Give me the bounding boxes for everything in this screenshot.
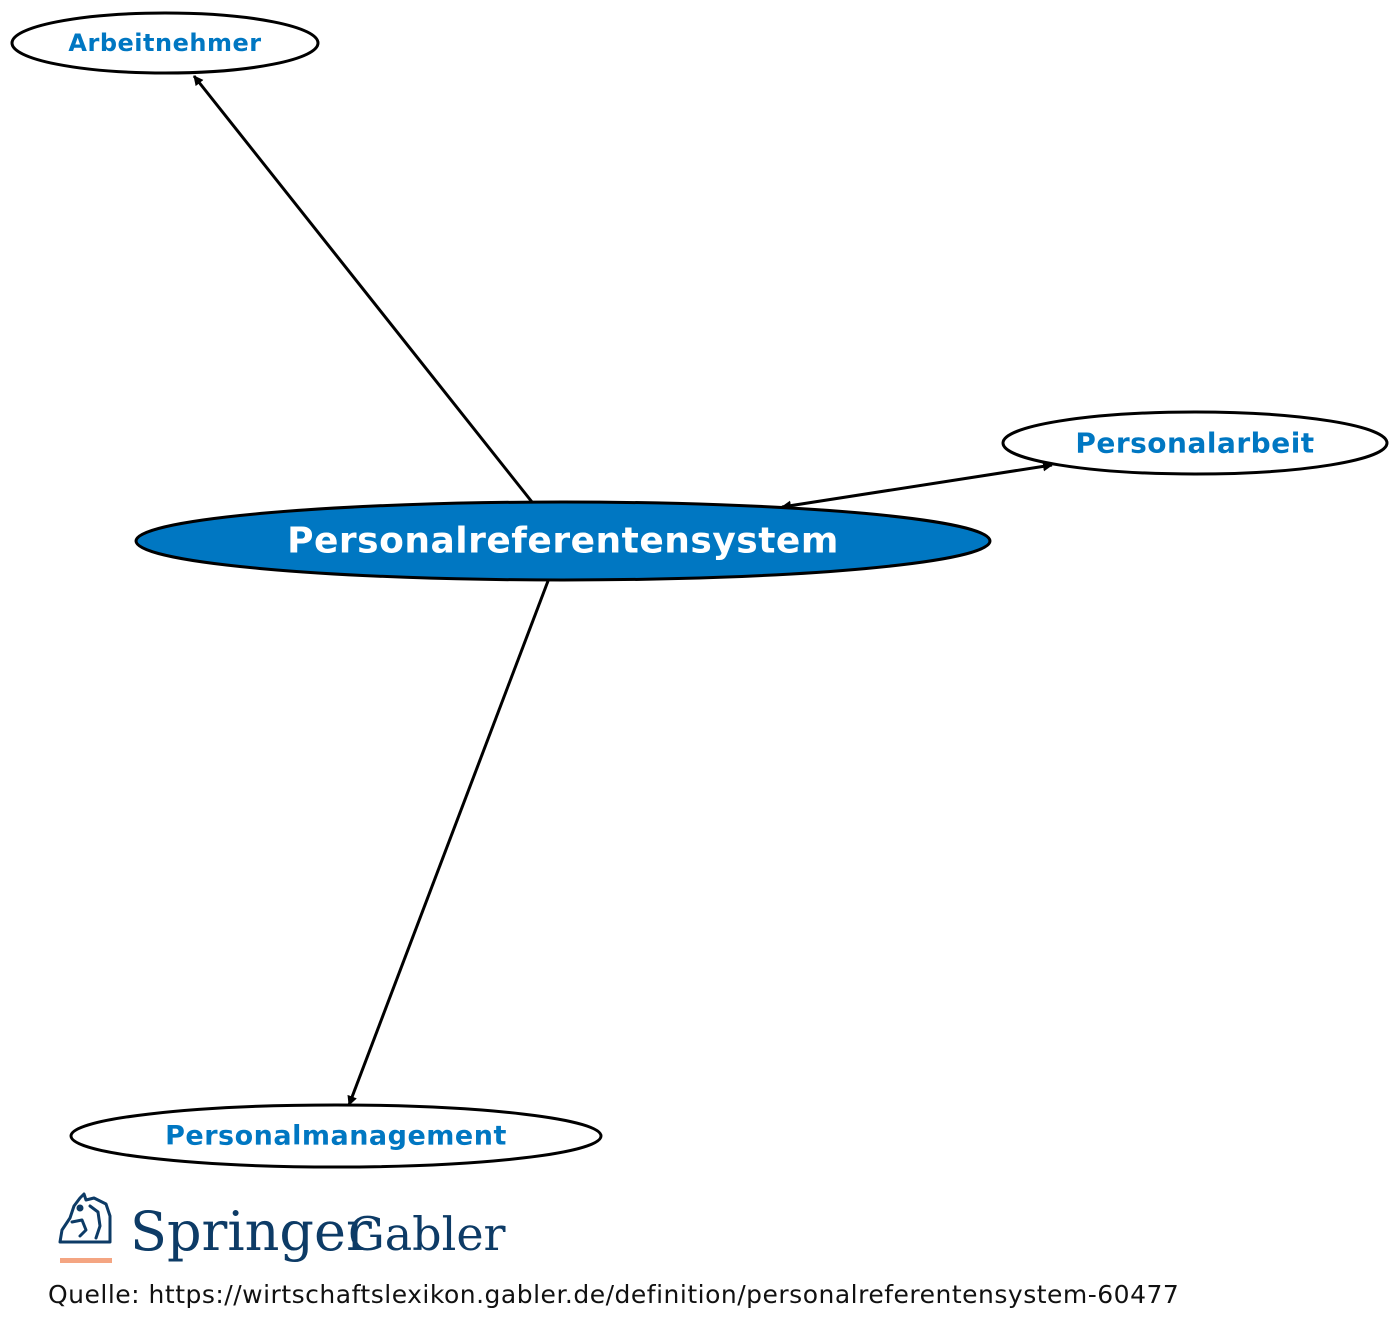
node-shape-personalmanagement[interactable]	[69, 1103, 603, 1169]
node-arbeitnehmer[interactable]: Arbeitnehmer	[10, 11, 320, 75]
springer-gabler-logo: Springer Gabler	[58, 1192, 506, 1263]
edges-layer	[192, 75, 1053, 1106]
logo-underline	[60, 1258, 112, 1263]
node-personalmanagement[interactable]: Personalmanagement	[69, 1103, 603, 1169]
springer-knight-horse-icon	[58, 1192, 112, 1244]
node-label-arbeitnehmer: Arbeitnehmer	[68, 29, 261, 57]
node-label-personalarbeit: Personalarbeit	[1075, 427, 1314, 460]
concept-graph: ArbeitnehmerPersonalarbeitPersonalrefere…	[10, 11, 1389, 1169]
logo-word-springer: Springer	[130, 1200, 372, 1263]
node-personalarbeit[interactable]: Personalarbeit	[1001, 410, 1389, 476]
node-label-personalreferentensystem: Personalreferentensystem	[287, 521, 839, 562]
node-shape-personalreferentensystem[interactable]	[134, 500, 992, 582]
node-shape-arbeitnehmer[interactable]	[10, 11, 320, 75]
logo-word-gabler: Gabler	[348, 1207, 506, 1261]
node-personalreferentensystem[interactable]: Personalreferentensystem	[134, 500, 992, 582]
edge-personalreferentensystem-to-personalmanagement	[347, 580, 550, 1106]
node-shape-personalarbeit[interactable]	[1001, 410, 1389, 476]
edge-personalreferentensystem-to-personalarbeit	[781, 461, 1053, 511]
nodes-layer: ArbeitnehmerPersonalarbeitPersonalrefere…	[10, 11, 1389, 1169]
node-label-personalmanagement: Personalmanagement	[165, 1121, 507, 1152]
edge-personalreferentensystem-to-arbeitnehmer	[192, 75, 534, 503]
source-citation: Quelle: https://wirtschaftslexikon.gable…	[48, 1280, 1180, 1309]
